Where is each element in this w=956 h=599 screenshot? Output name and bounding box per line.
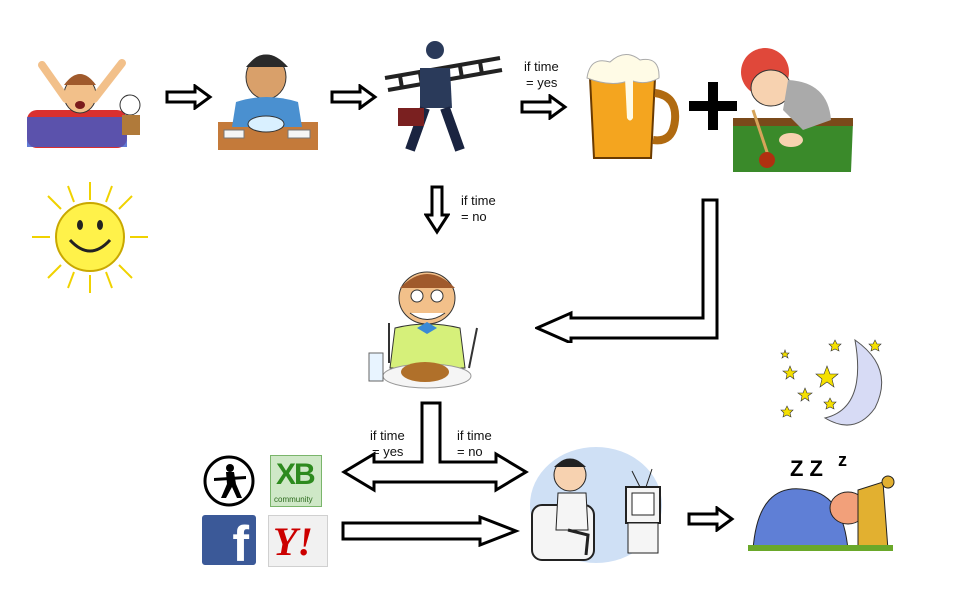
- label-line-1: if time: [524, 59, 559, 74]
- breakfast-illustration: [216, 42, 320, 152]
- facebook-logo-text: f: [232, 516, 249, 565]
- label-line-2: = yes: [526, 75, 558, 90]
- facebook-logo: f: [202, 515, 256, 565]
- arrow-dinner-split: [341, 401, 529, 493]
- counter-strike-icon: [202, 454, 256, 508]
- label-line-2: = yes: [372, 444, 404, 459]
- arrow-breakfast-to-work: [330, 84, 378, 110]
- arrow-work-to-beer: [520, 94, 568, 120]
- arrow-work-to-dinner: [424, 185, 450, 235]
- svg-text:z: z: [838, 450, 847, 470]
- yahoo-logo-text: Y!: [273, 519, 313, 564]
- sleeping-illustration: Z Z z: [748, 450, 903, 560]
- wake-up-illustration: [22, 55, 147, 150]
- yahoo-logo: Y!: [268, 515, 328, 567]
- label-if-time-no-dinner: if time = no: [461, 193, 496, 225]
- label-line-1: if time: [461, 193, 496, 208]
- work-illustration: [380, 38, 505, 156]
- xbox-community-logo: XB community: [270, 455, 322, 507]
- label-if-time-yes-internet: if time = yes: [370, 428, 405, 460]
- svg-text:Z Z: Z Z: [790, 456, 823, 481]
- arrow-wakeup-to-breakfast: [165, 84, 213, 110]
- sun-icon: [30, 180, 150, 295]
- billiards-player-illustration: [733, 40, 853, 175]
- plus-icon: [688, 80, 738, 132]
- arrow-tv-to-sleep: [687, 506, 735, 532]
- label-line-1: if time: [370, 428, 405, 443]
- label-if-time-no-tv: if time = no: [457, 428, 492, 460]
- night-moon-stars-icon: [775, 338, 895, 433]
- arrow-internet-to-tv: [341, 515, 520, 547]
- watching-tv-illustration: [528, 445, 668, 570]
- label-if-time-yes-beer: if time = yes: [524, 59, 559, 91]
- label-line-2: = no: [457, 444, 483, 459]
- xbox-logo-subtext: community: [274, 495, 313, 504]
- dinner-illustration: [365, 268, 495, 393]
- label-line-1: if time: [457, 428, 492, 443]
- beer-mug-illustration: [585, 48, 680, 163]
- arrow-billiards-to-dinner: [535, 198, 719, 343]
- xbox-logo-text: XB: [276, 458, 316, 491]
- label-line-2: = no: [461, 209, 487, 224]
